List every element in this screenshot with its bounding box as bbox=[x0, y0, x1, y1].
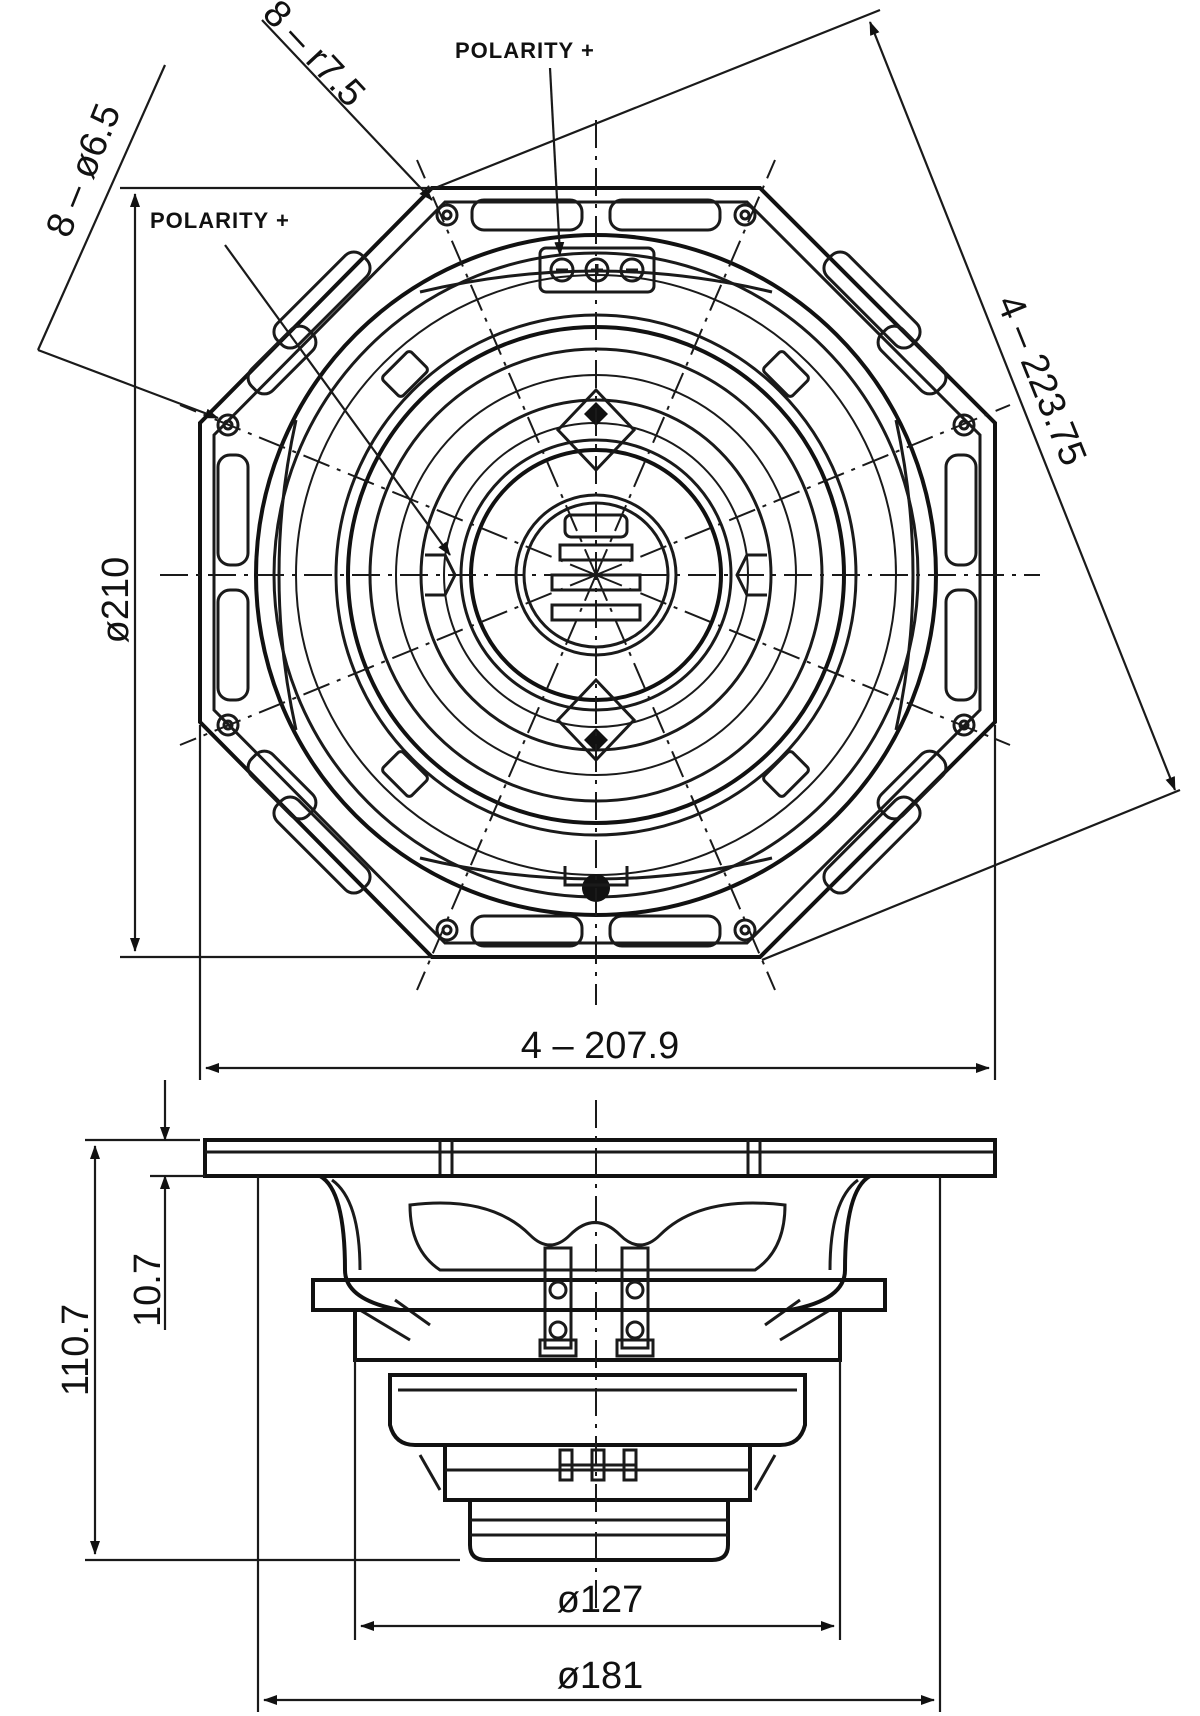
magnet-dia-label: ø127 bbox=[557, 1579, 644, 1621]
polarity-top-label: POLARITY + bbox=[455, 38, 595, 63]
spider bbox=[408, 1201, 787, 1272]
magnet-lower bbox=[443, 1443, 752, 1502]
holes-radius-label: 8 – r7.5 bbox=[254, 0, 373, 115]
side-view-dimensions: 110.7 10.7 ø127 ø181 bbox=[55, 1080, 942, 1712]
flange bbox=[203, 1138, 997, 1178]
flat-width-label: 4 – 207.9 bbox=[521, 1025, 679, 1067]
polarity-top-leader bbox=[548, 67, 565, 256]
height-total-label: 110.7 bbox=[55, 1304, 97, 1396]
polarity-left-leader bbox=[224, 244, 451, 556]
octagon-frame-inner bbox=[212, 200, 982, 945]
top-view bbox=[160, 120, 1040, 1005]
polarity-left-label: POLARITY + bbox=[150, 208, 290, 233]
mounting-ring bbox=[311, 1278, 887, 1312]
outer-dia-label: ø210 bbox=[95, 557, 137, 644]
vent-marks bbox=[418, 1448, 777, 1491]
side-terminals bbox=[538, 1246, 655, 1358]
basket-body bbox=[258, 1174, 940, 1312]
basket-supports bbox=[359, 1298, 831, 1342]
octagon-frame-outer bbox=[198, 186, 997, 959]
diag-width-label: 4 – 223.75 bbox=[988, 289, 1094, 471]
top-view-dimensions: ø210 4 – 207.9 4 – 223.75 8 – r7.5 8 – ø… bbox=[36, 0, 1181, 1080]
holes-dia-label: 8 – ø6.5 bbox=[38, 98, 129, 243]
dim-line-diag-width bbox=[868, 21, 1177, 791]
side-view bbox=[203, 1100, 997, 1610]
radius-leader bbox=[261, 19, 433, 201]
magnet-body bbox=[388, 1373, 807, 1447]
basket-dia-label: ø181 bbox=[557, 1655, 644, 1697]
pole-piece bbox=[468, 1498, 730, 1562]
magnet-upper bbox=[353, 1308, 842, 1362]
hole-dia-leader-a bbox=[37, 348, 219, 420]
hole-dia-leader-b bbox=[36, 64, 167, 351]
flange-thick-label: 10.7 bbox=[127, 1253, 169, 1327]
